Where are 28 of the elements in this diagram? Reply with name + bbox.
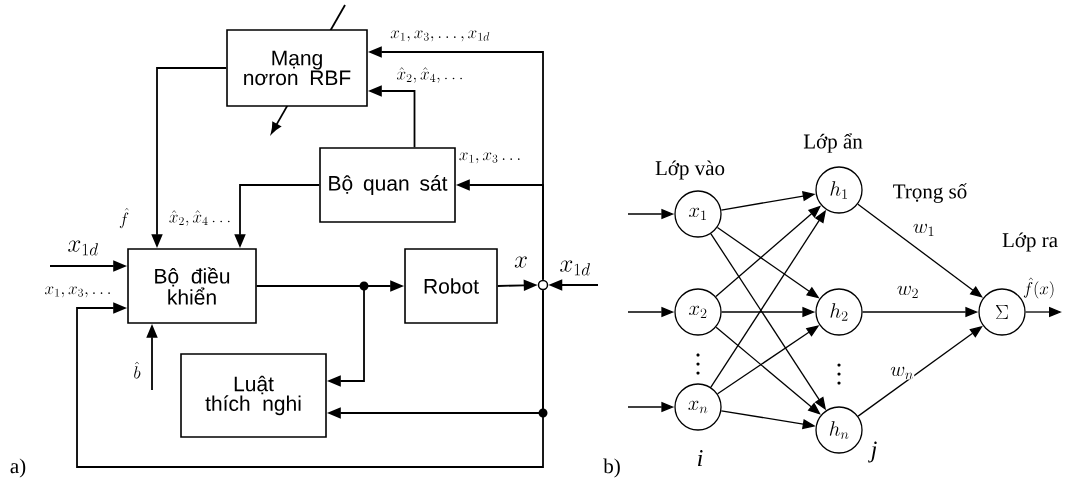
panel-label: b) [603,458,620,478]
edge-label: $x_1 , x_3 , \ldots$ [44,286,112,298]
block-box: Mạng nơron RBF [226,29,368,107]
index-label: i [698,450,703,466]
block-box: Bộ quan sát [319,147,456,223]
arrow [857,203,983,298]
edge-label: $x_1 , x_3 , \ldots , x_{1d}$ [389,30,491,42]
arrow [255,285,365,387]
edge-label: $w_2$ [896,285,920,299]
edge-label: $x_1 , x_3 \ldots$ [458,152,522,164]
edge-label: $x$ [513,256,529,268]
block-box: Robot [404,248,498,324]
index-label: j [868,441,877,463]
edge-label: $\hat{x}_2 , \hat{x}_4 \ldots$ [168,209,232,227]
edge-label: $\hat{b}$ [132,361,142,379]
block-box: Luật thích nghi [180,353,327,438]
weight-label: Trọng số [893,183,967,203]
layer-label: Lớp ra [1002,232,1058,252]
panel-label: a) [10,458,26,478]
edge-label: $\hat{f}$ [118,207,130,229]
edge-label: $x_{1d}$ [66,240,100,256]
edge-label: $x_{1d}$ [559,260,592,276]
block-box: Bộ điều khiển [127,248,257,324]
edge-label: $w_n$ [889,366,915,380]
summing-junction [537,279,549,291]
edge-label: $w_1$ [912,223,936,237]
edge-label: $\hat{x}_2 , \hat{x}_4 , \ldots$ [396,66,464,84]
arrow [715,326,821,415]
